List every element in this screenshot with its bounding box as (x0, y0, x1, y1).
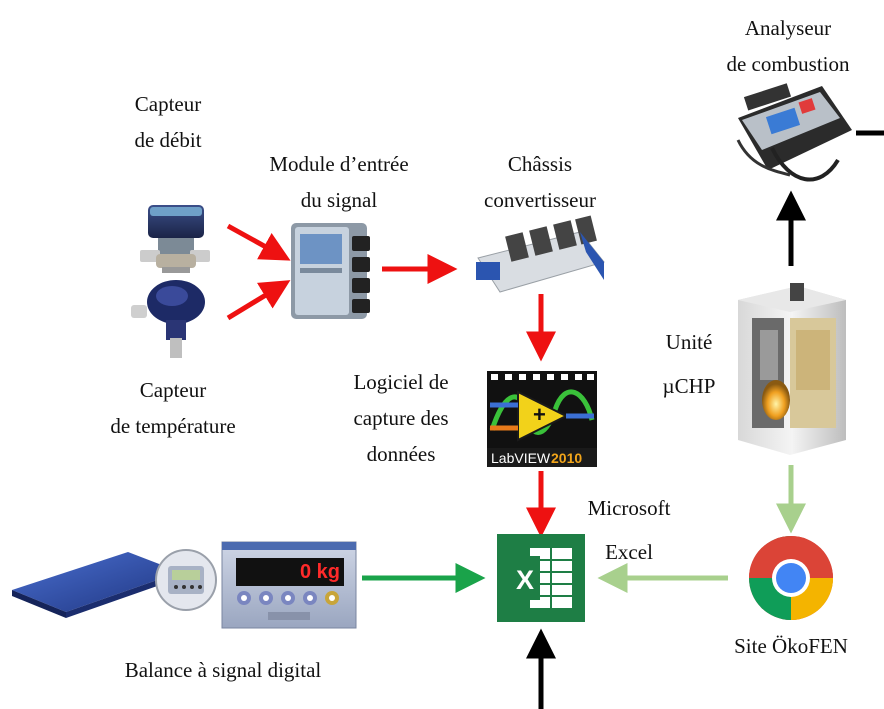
temperature-sensor-label: Capteur de température (88, 372, 258, 444)
scale-readout: 0 kg (299, 561, 340, 583)
chassis-label-line1: Châssis (507, 152, 573, 176)
temperature-sensor-label-line1: Capteur (139, 378, 207, 402)
software-label-line3: données (366, 442, 436, 466)
analyzer-label: Analyseur de combustion (708, 10, 868, 82)
svg-text:+: + (533, 402, 546, 427)
temperature-sensor-label-line2: de température (110, 414, 236, 438)
chp-unit-label: Unité µCHP (644, 324, 734, 404)
chassis-label-line2: convertisseur (484, 188, 596, 212)
signal-module-image (291, 223, 370, 319)
combustion-analyzer-image (736, 83, 852, 182)
excel-glyph: X (516, 565, 534, 595)
chassis-image (476, 215, 605, 293)
labview-version-text: 2010 (551, 450, 582, 466)
scale-software-window (221, 541, 357, 629)
excel-icon: X (497, 534, 585, 622)
chrome-browser-icon (749, 536, 833, 620)
chassis-label: Châssis convertisseur (460, 146, 620, 218)
excel-label-line1: Microsoft (587, 496, 671, 520)
software-label-line1: Logiciel de (353, 370, 449, 394)
scale-indicator-image (155, 549, 217, 611)
chp-unit-image (738, 283, 846, 455)
flow-sensor-label: Capteur de débit (118, 86, 218, 158)
labview-brand-text: LabVIEW (491, 450, 551, 466)
flow-sensor-image (140, 205, 210, 273)
flow-sensor-label-line1: Capteur (134, 92, 202, 116)
excel-label: Microsoft Excel (564, 490, 694, 570)
scale-label: Balance à signal digital (124, 658, 322, 682)
analyzer-label-line1: Analyseur (744, 16, 832, 40)
software-label: Logiciel de capture des données (336, 364, 466, 472)
scale-platform-image (12, 552, 180, 618)
arrow-flow-to-module (226, 223, 291, 261)
labview-logo: + LabVIEW 2010 (487, 371, 597, 467)
chp-unit-label-line2: µCHP (662, 374, 716, 398)
signal-module-label-line2: du signal (300, 188, 378, 212)
signal-module-label: Module d’entrée du signal (244, 146, 434, 218)
chp-unit-label-line1: Unité (665, 330, 713, 354)
signal-module-label-line1: Module d’entrée (269, 152, 409, 176)
okofen-site-label: Site ÖkoFEN (734, 634, 848, 658)
temperature-sensor-image (131, 280, 205, 358)
arrow-temp-to-module (226, 280, 291, 321)
software-label-line2: capture des (353, 406, 449, 430)
excel-label-line2: Excel (605, 540, 653, 564)
analyzer-label-line2: de combustion (726, 52, 850, 76)
flow-sensor-label-line2: de débit (134, 128, 202, 152)
